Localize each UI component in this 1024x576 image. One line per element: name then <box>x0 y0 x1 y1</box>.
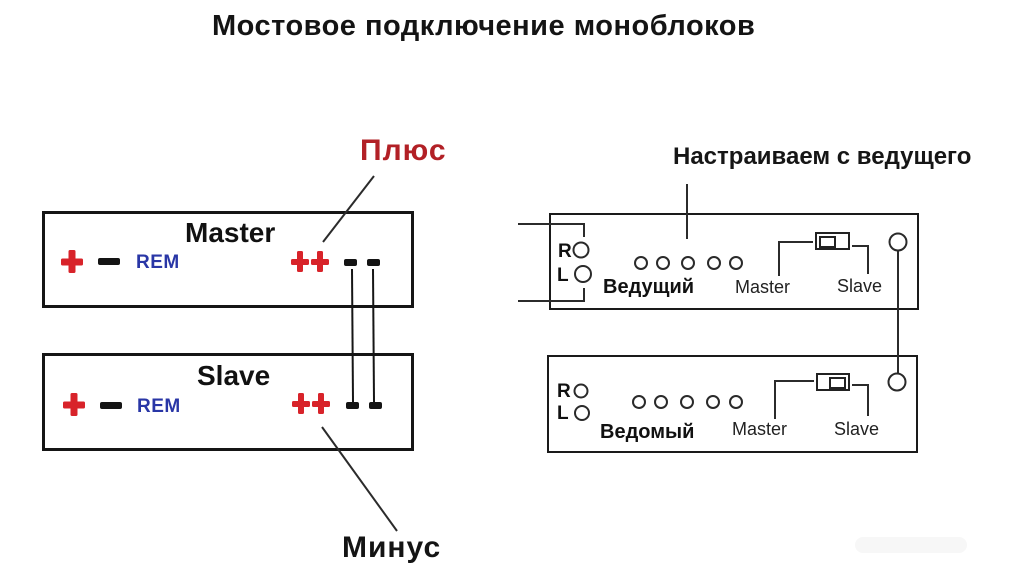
power-plus-terminal <box>61 250 83 273</box>
switch-knob <box>819 236 836 248</box>
follower-panel-title: Ведомый <box>600 421 695 443</box>
switch-slave-label: Slave <box>837 276 883 296</box>
plus-callout-label: Плюс <box>360 134 447 167</box>
master-slave-switch <box>815 232 850 250</box>
follower-panel-box: R L Ведомый Master Slave <box>547 355 918 453</box>
slave-amp-box: Slave REM <box>42 353 414 451</box>
switch-master-label: Master <box>735 277 791 297</box>
master-slave-switch <box>816 373 850 391</box>
bridged-minus-terminal <box>367 259 380 266</box>
power-minus-terminal <box>100 402 122 409</box>
master-amp-title: Master <box>185 217 276 248</box>
watermark <box>855 537 967 553</box>
power-plus-terminal <box>63 393 85 416</box>
rem-terminal-label: REM <box>136 252 180 273</box>
bridged-plus-terminals <box>292 393 331 414</box>
setup-note-label: Настраиваем с ведущего <box>673 143 972 170</box>
bridged-minus-terminal <box>344 259 357 266</box>
bridged-plus-terminals <box>291 251 330 272</box>
rca-r-label: R <box>557 381 571 402</box>
power-minus-terminal <box>98 258 120 265</box>
rca-l-label: L <box>557 265 569 286</box>
bridged-minus-terminal <box>369 402 382 409</box>
rem-terminal-label: REM <box>137 396 181 417</box>
switch-slave-label: Slave <box>834 419 880 439</box>
plus-terminal <box>311 251 329 272</box>
rca-l-label: L <box>557 403 569 424</box>
slave-amp-title: Slave <box>197 360 271 391</box>
page-title: Мостовое подключение моноблоков <box>212 10 756 42</box>
leader-panel-title: Ведущий <box>603 276 695 298</box>
bridged-minus-terminal <box>346 402 359 409</box>
rca-r-label: R <box>558 241 572 262</box>
switch-master-label: Master <box>732 419 788 439</box>
plus-terminal <box>291 251 309 272</box>
plus-terminal <box>312 393 330 414</box>
switch-knob <box>829 377 846 389</box>
minus-callout-label: Минус <box>342 531 442 564</box>
master-amp-box: Master REM <box>42 211 414 308</box>
leader-panel-box: R L Ведущий Master Slave <box>549 213 919 310</box>
plus-terminal <box>292 393 310 414</box>
